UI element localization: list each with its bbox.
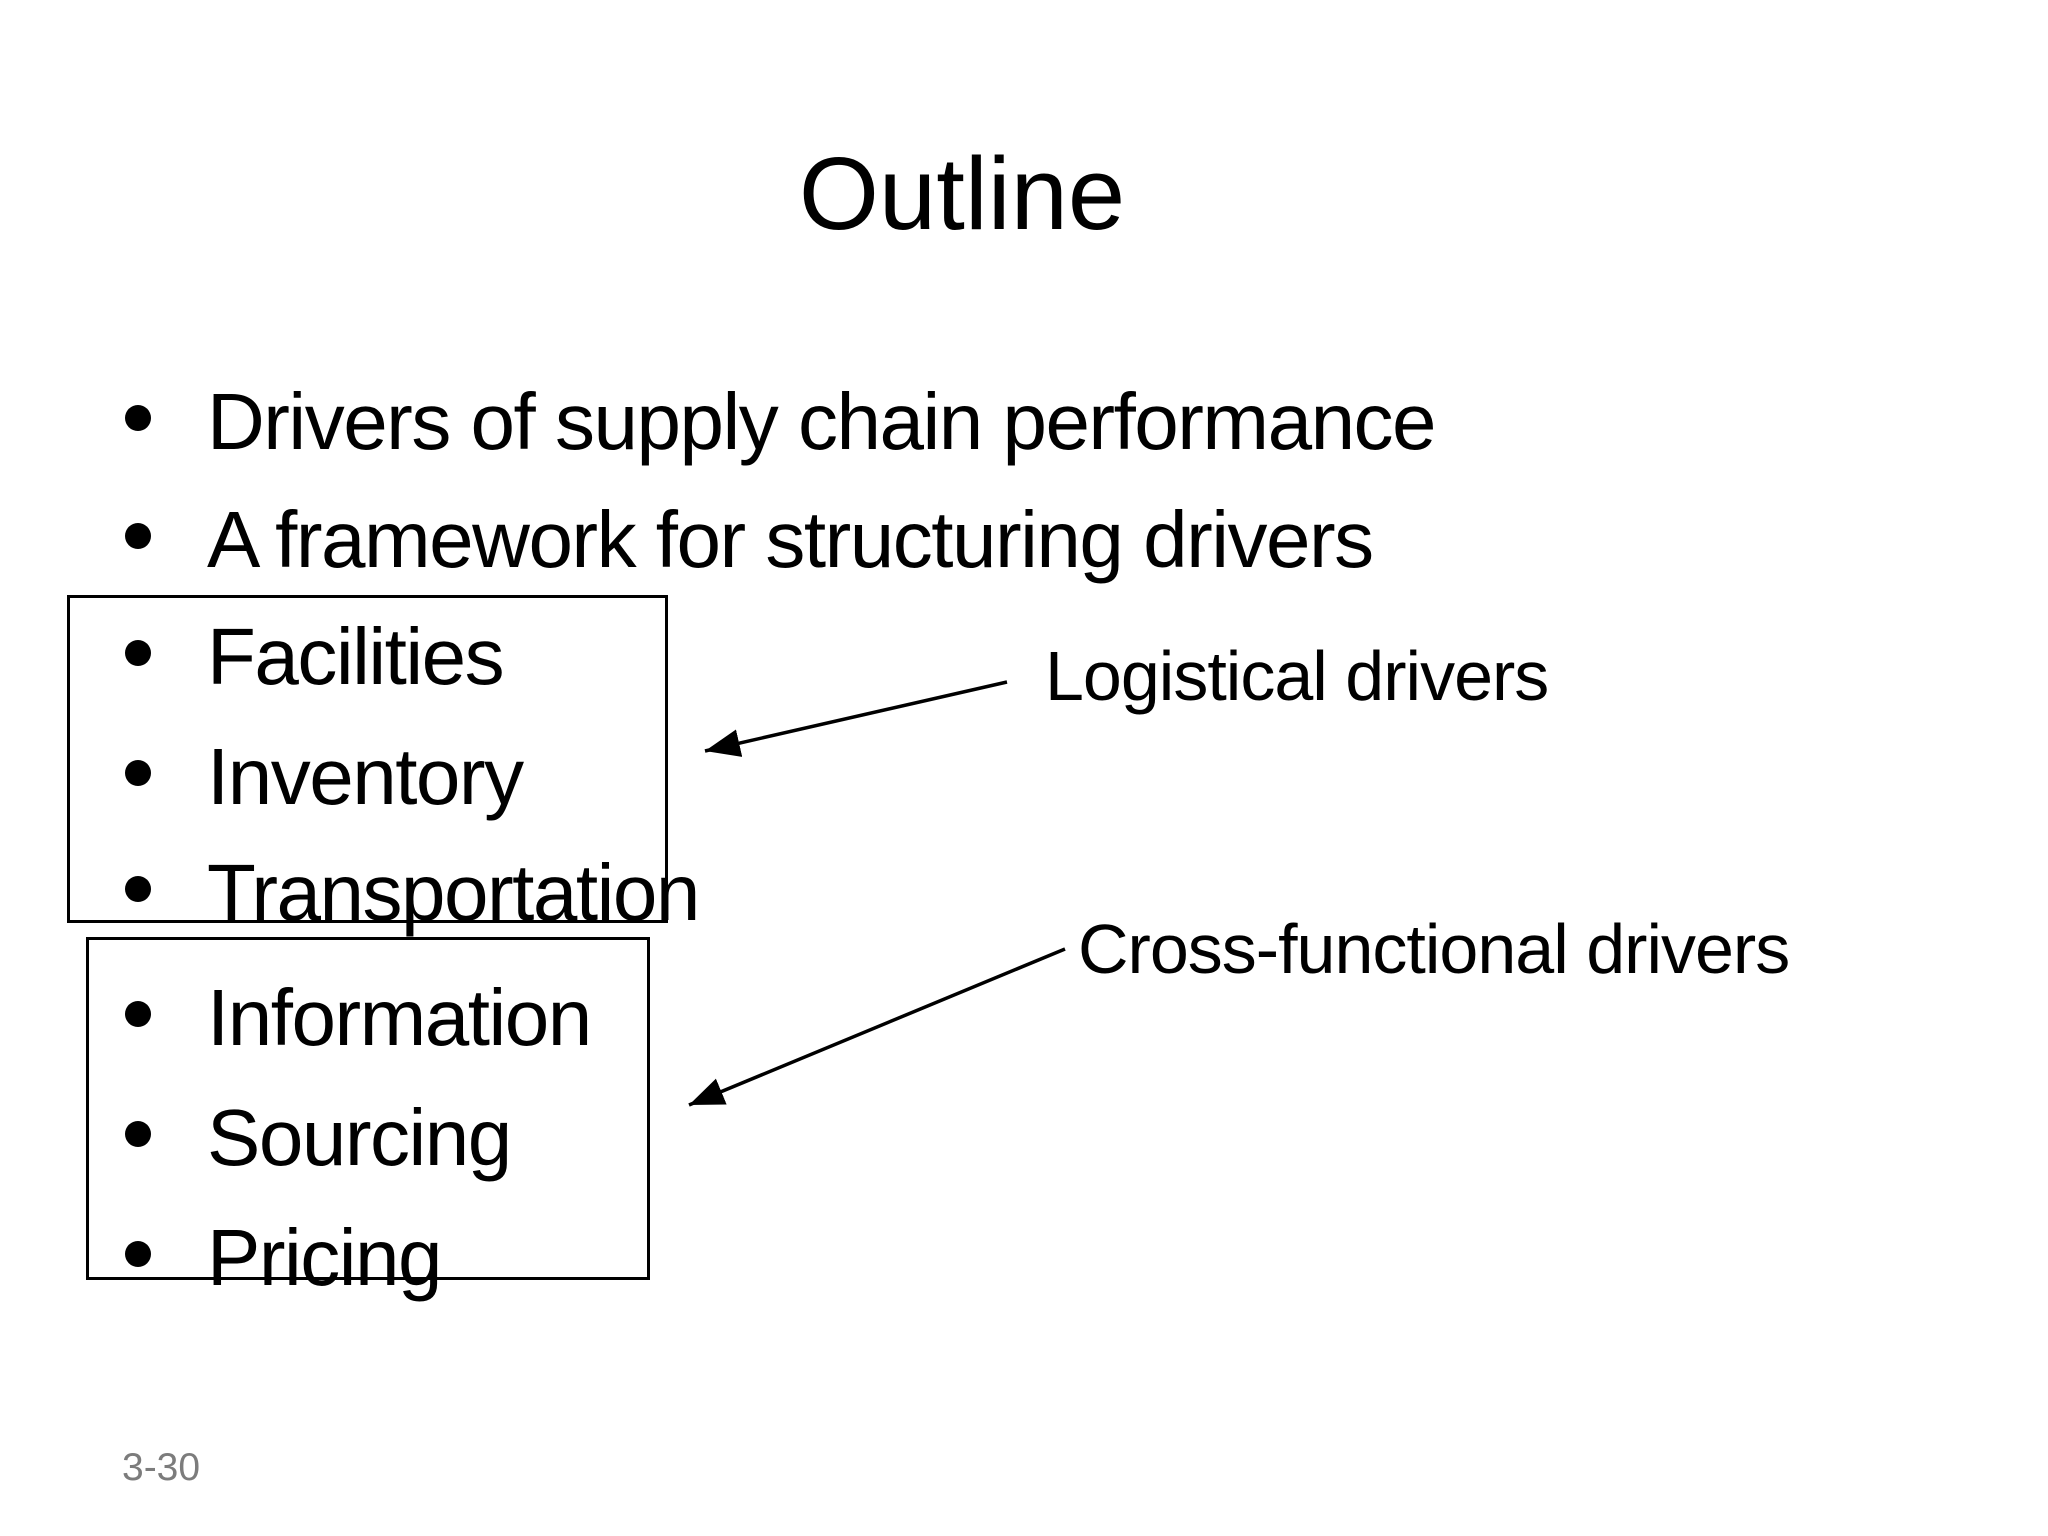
bullet-text-drivers: Drivers of supply chain performance	[207, 377, 1437, 466]
cross-functional-drivers-label: Cross-functional drivers	[1078, 910, 1790, 988]
bullet-text-framework: A framework for structuring drivers	[207, 495, 1374, 584]
bullet-text-transportation: Transportation	[207, 848, 700, 937]
bullet-text-inventory: Inventory	[207, 732, 524, 821]
bullet-icon	[125, 760, 151, 786]
cross-functional-arrow	[688, 947, 1066, 1107]
cross-functional-drivers-box	[86, 937, 650, 1280]
logistical-arrow	[704, 680, 1008, 757]
bullet-text-information: Information	[207, 973, 592, 1062]
bullet-icon	[125, 640, 151, 666]
bullet-icon	[125, 405, 151, 431]
bullet-text-pricing: Pricing	[207, 1213, 443, 1302]
logistical-drivers-box	[67, 595, 668, 923]
logistical-drivers-label: Logistical drivers	[1045, 637, 1549, 715]
bullet-text-facilities: Facilities	[207, 612, 505, 701]
bullet-icon	[125, 876, 151, 902]
bullet-icon	[125, 523, 151, 549]
bullet-icon	[125, 1001, 151, 1027]
bullet-text-sourcing: Sourcing	[207, 1093, 512, 1182]
page-title: Outline	[798, 136, 1126, 251]
page-number: 3-30	[122, 1446, 201, 1489]
bullet-icon	[125, 1241, 151, 1267]
bullet-icon	[125, 1121, 151, 1147]
